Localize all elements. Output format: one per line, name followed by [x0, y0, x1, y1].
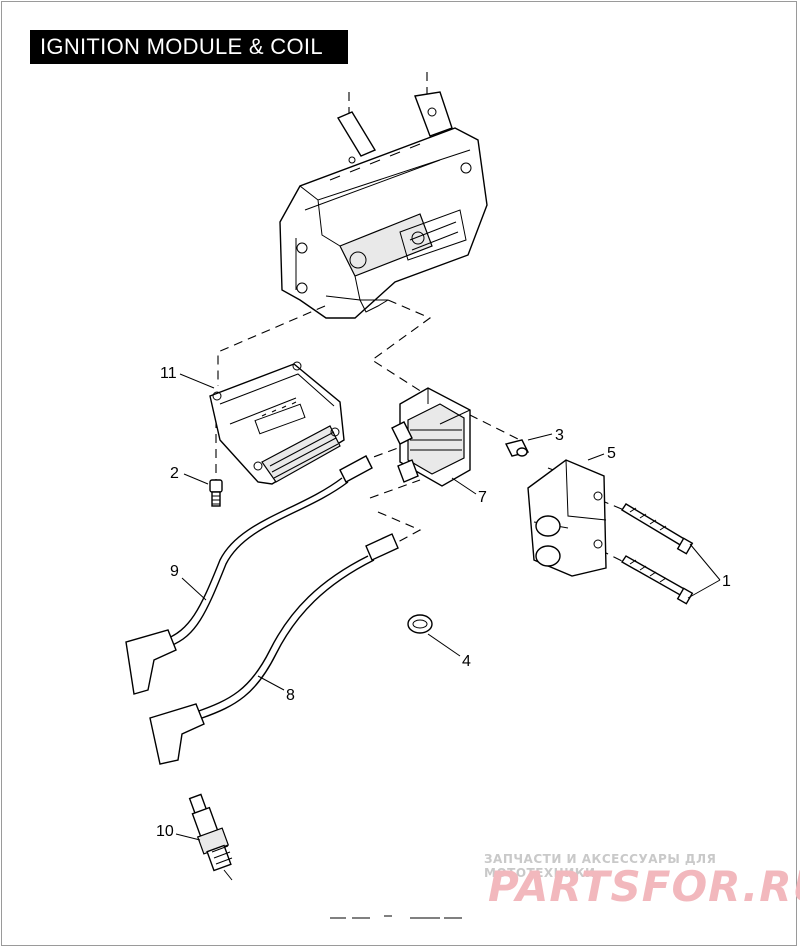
callout-leaders — [175, 373, 721, 841]
callout-4: 4 — [462, 653, 471, 670]
long-screws — [621, 503, 694, 605]
callout-1: 1 — [722, 573, 731, 590]
callout-9: 9 — [170, 563, 179, 580]
callout-11: 11 — [160, 365, 177, 382]
callout-5: 5 — [607, 445, 616, 462]
callout-7: 7 — [478, 489, 487, 506]
watermark-logo: PARTSFOR.RU — [488, 862, 800, 911]
footer-marks — [330, 915, 462, 919]
wire-clip — [407, 614, 433, 634]
callout-numbers: 11 2 3 5 7 1 4 9 8 10 — [156, 365, 731, 840]
title-bar: IGNITION MODULE & COIL — [30, 30, 348, 64]
callout-2: 2 — [170, 465, 179, 482]
ignition-coil — [391, 387, 471, 487]
spark-plug-wire-rear — [149, 533, 399, 765]
watermark-subtitle: ЗАПЧАСТИ И АКСЕССУАРЫ ДЛЯ МОТОТЕХНИКИ — [484, 852, 717, 880]
coil-cover — [527, 459, 607, 577]
callout-10: 10 — [156, 823, 174, 840]
spark-plug-wire-front — [125, 455, 373, 695]
page-title: IGNITION MODULE & COIL — [40, 34, 323, 59]
spacer — [504, 439, 530, 457]
screw — [209, 479, 223, 507]
mounting-bracket — [279, 72, 488, 319]
callout-3: 3 — [555, 427, 564, 444]
spark-plug — [188, 793, 233, 881]
callout-8: 8 — [286, 687, 295, 704]
ignition-module — [209, 361, 345, 485]
